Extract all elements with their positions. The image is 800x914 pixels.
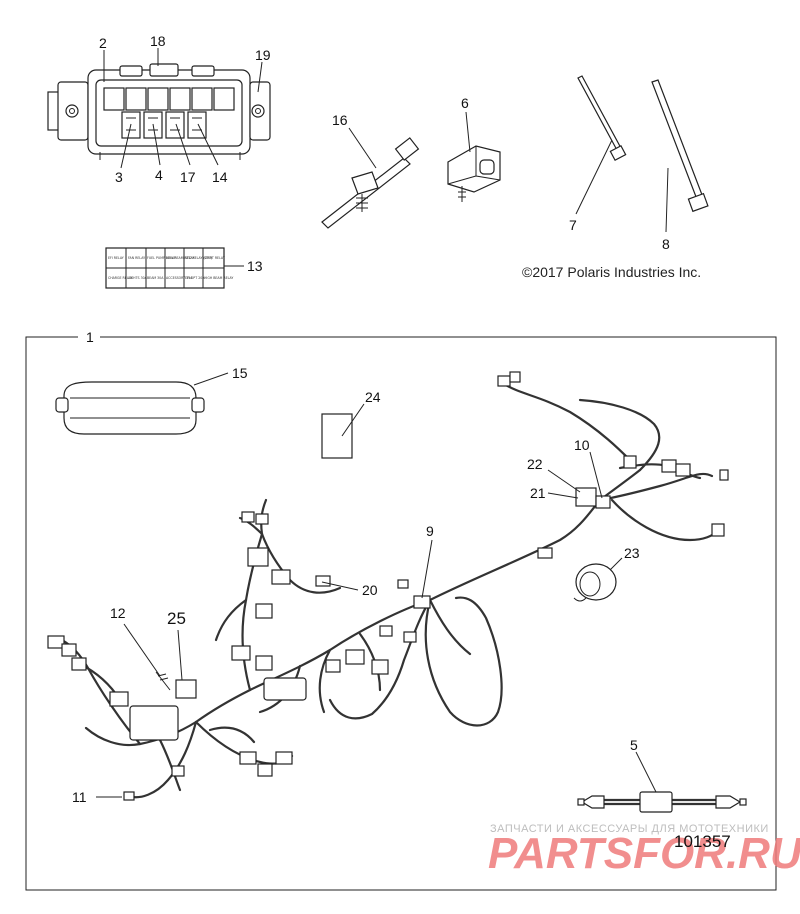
screw <box>155 671 171 691</box>
fuse-relay-box <box>47 63 271 160</box>
callout-11: 11 <box>72 789 87 805</box>
cable-tie-clip <box>321 137 420 229</box>
callout-25: 25 <box>167 609 186 628</box>
callout-13: 13 <box>247 258 263 274</box>
callout-17: 17 <box>180 169 196 185</box>
fuse-box-cover <box>55 381 205 435</box>
callout-18: 18 <box>150 33 166 49</box>
relay-label-r1-c2: FAN RELAY <box>128 256 145 260</box>
callout-22: 22 <box>527 456 543 472</box>
watermark-tagline: ЗАПЧАСТИ И АКСЕССУАРЫ ДЛЯ МОТОТЕХНИКИ <box>490 823 769 835</box>
relay-label-r2-c4: ACCESSORY 15A <box>166 276 193 280</box>
relay-label-r1-c4: LOW BEAM RELAY <box>166 256 194 260</box>
relay-label-r2-c3: BEAM 30A <box>147 276 164 280</box>
relay-label-r2-c1: CHARGE RELAY <box>108 276 133 280</box>
harness-label-card <box>321 413 353 459</box>
inline-fuse-jumper <box>577 791 747 813</box>
copyright-text: ©2017 Polaris Industries Inc. <box>522 264 701 280</box>
watermark-logo: PARTSFOR.RU <box>488 829 800 878</box>
callout-1: 1 <box>86 329 94 345</box>
callout-9: 9 <box>426 523 434 539</box>
grommet <box>573 563 617 602</box>
callout-24: 24 <box>365 389 381 405</box>
relay-label-r2-c5: EFI OPT 20A <box>185 276 205 280</box>
callout-23: 23 <box>624 545 640 561</box>
callout-12: 12 <box>110 605 126 621</box>
callout-7: 7 <box>569 217 577 233</box>
harness-assembly-frame <box>25 336 777 891</box>
callout-19: 19 <box>255 47 271 63</box>
relay-label-r1-c5: STD RELAY (OPT) <box>185 256 212 260</box>
relay-label-r1-c1: EFI RELAY <box>108 256 124 260</box>
callout-14: 14 <box>212 169 228 185</box>
harness-connectors <box>47 371 729 801</box>
relay-label-r2-c6: HIGH BEAM RELAY <box>204 276 233 280</box>
relay-label-r1-c3: FUEL PUMP RELAY <box>147 256 176 260</box>
callout-2: 2 <box>99 35 107 51</box>
callout-16: 16 <box>332 112 348 128</box>
callout-5: 5 <box>630 737 638 753</box>
relay-label-r2-c2: LIGHTS 30A <box>128 276 148 280</box>
drawing-number: 101357 <box>674 832 731 851</box>
callout-15: 15 <box>232 365 248 381</box>
callout-10: 10 <box>574 437 590 453</box>
callout-8: 8 <box>662 236 670 252</box>
callout-21: 21 <box>530 485 546 501</box>
cable-tie-small <box>577 75 627 162</box>
relay-label-r1-c6: START RELAY <box>204 256 225 260</box>
callout-6: 6 <box>461 95 469 111</box>
callout-4: 4 <box>155 167 163 183</box>
connector-clip <box>447 145 501 202</box>
callout-3: 3 <box>115 169 123 185</box>
callout-20: 20 <box>362 582 378 598</box>
relay-label-decal: EFI RELAY FAN RELAY FUEL PUMP RELAY LOW … <box>105 247 233 289</box>
cable-tie-large <box>651 79 709 213</box>
